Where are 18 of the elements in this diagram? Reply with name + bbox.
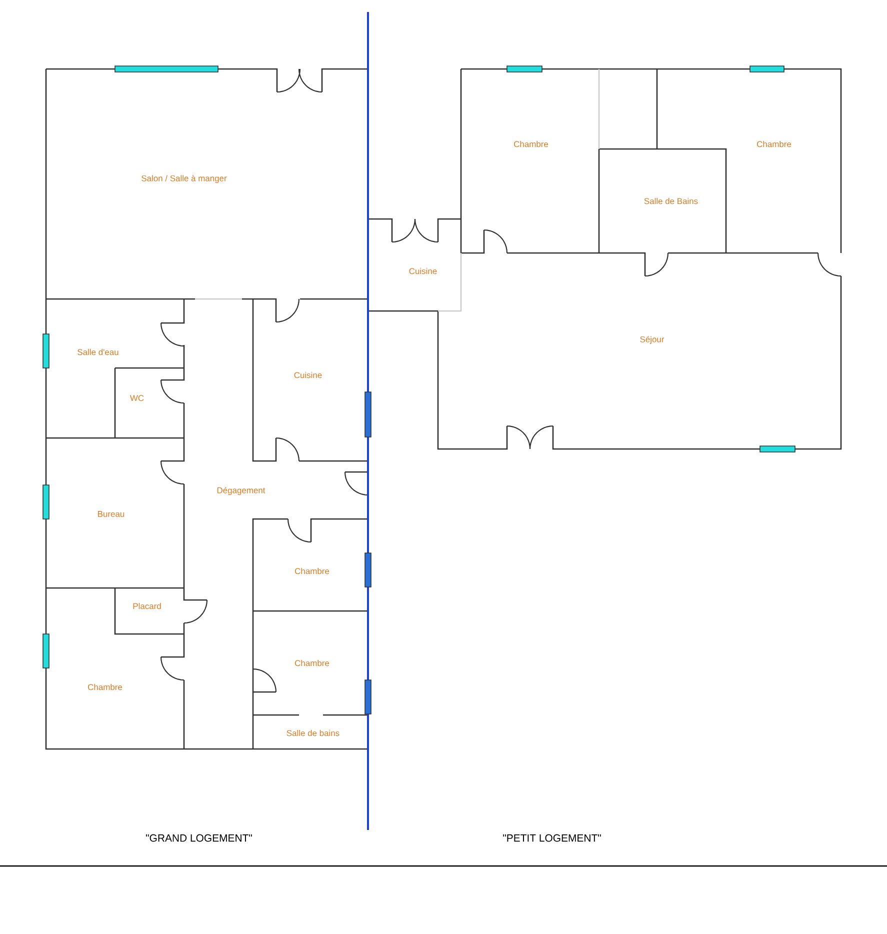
room-label: Cuisine <box>294 372 322 378</box>
room-label: Chambre <box>295 660 330 666</box>
room-label: WC <box>130 395 144 401</box>
room-label: Dégagement <box>217 487 266 495</box>
caption: "GRAND LOGEMENT" <box>146 834 252 842</box>
room-label: Chambre <box>295 568 330 574</box>
room-label: Chambre <box>514 140 548 148</box>
room-label: Chambre <box>757 140 792 148</box>
room-label: Cuisine <box>409 268 437 274</box>
caption: "PETIT LOGEMENT" <box>503 834 601 842</box>
room-label: Chambre <box>88 684 122 690</box>
room-label: Séjour <box>640 336 664 344</box>
room-label: Placard <box>133 602 161 610</box>
room-label: Salle d'eau <box>78 348 118 356</box>
room-label: Salle de bains <box>286 730 340 736</box>
room-label: Bureau <box>98 511 124 517</box>
room-label: Salon / Salle à manger <box>142 175 227 183</box>
room-label: Salle de Bains <box>644 198 698 204</box>
